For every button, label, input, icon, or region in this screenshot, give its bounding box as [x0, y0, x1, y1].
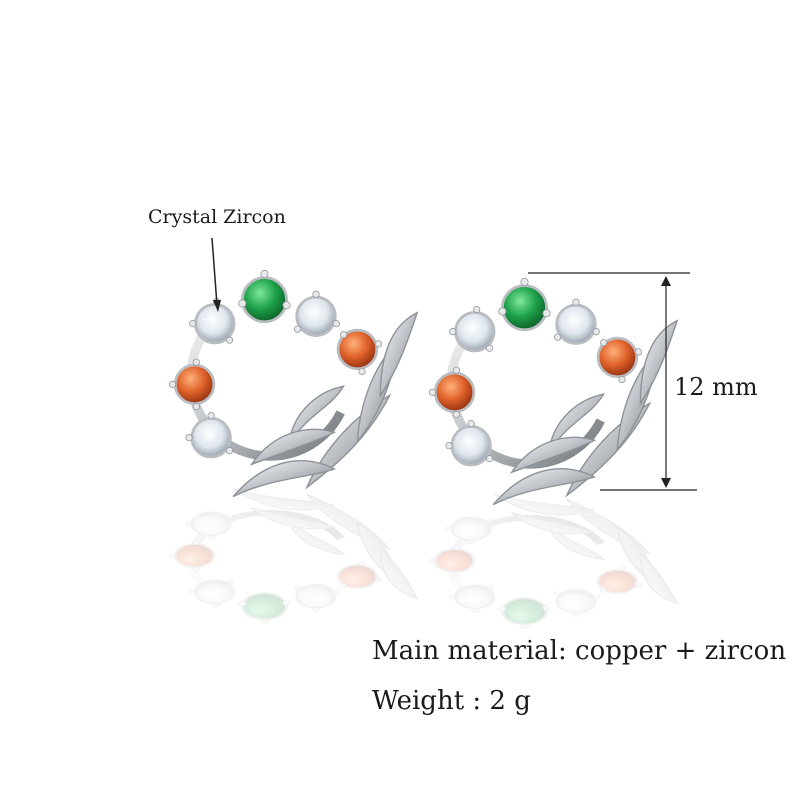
left-earring — [169, 270, 417, 496]
callout-arrow — [211, 237, 221, 312]
right-earring-reflection — [429, 494, 677, 629]
size-label: 12 mm — [674, 373, 758, 401]
material-spec: Main material: copper + zircon — [372, 636, 787, 666]
crystal-zircon-label: Crystal Zircon — [148, 206, 286, 228]
dimension-indicator — [528, 272, 697, 491]
weight-spec: Weight : 2 g — [372, 686, 531, 716]
left-earring-reflection — [169, 489, 417, 624]
right-earring — [429, 278, 677, 504]
